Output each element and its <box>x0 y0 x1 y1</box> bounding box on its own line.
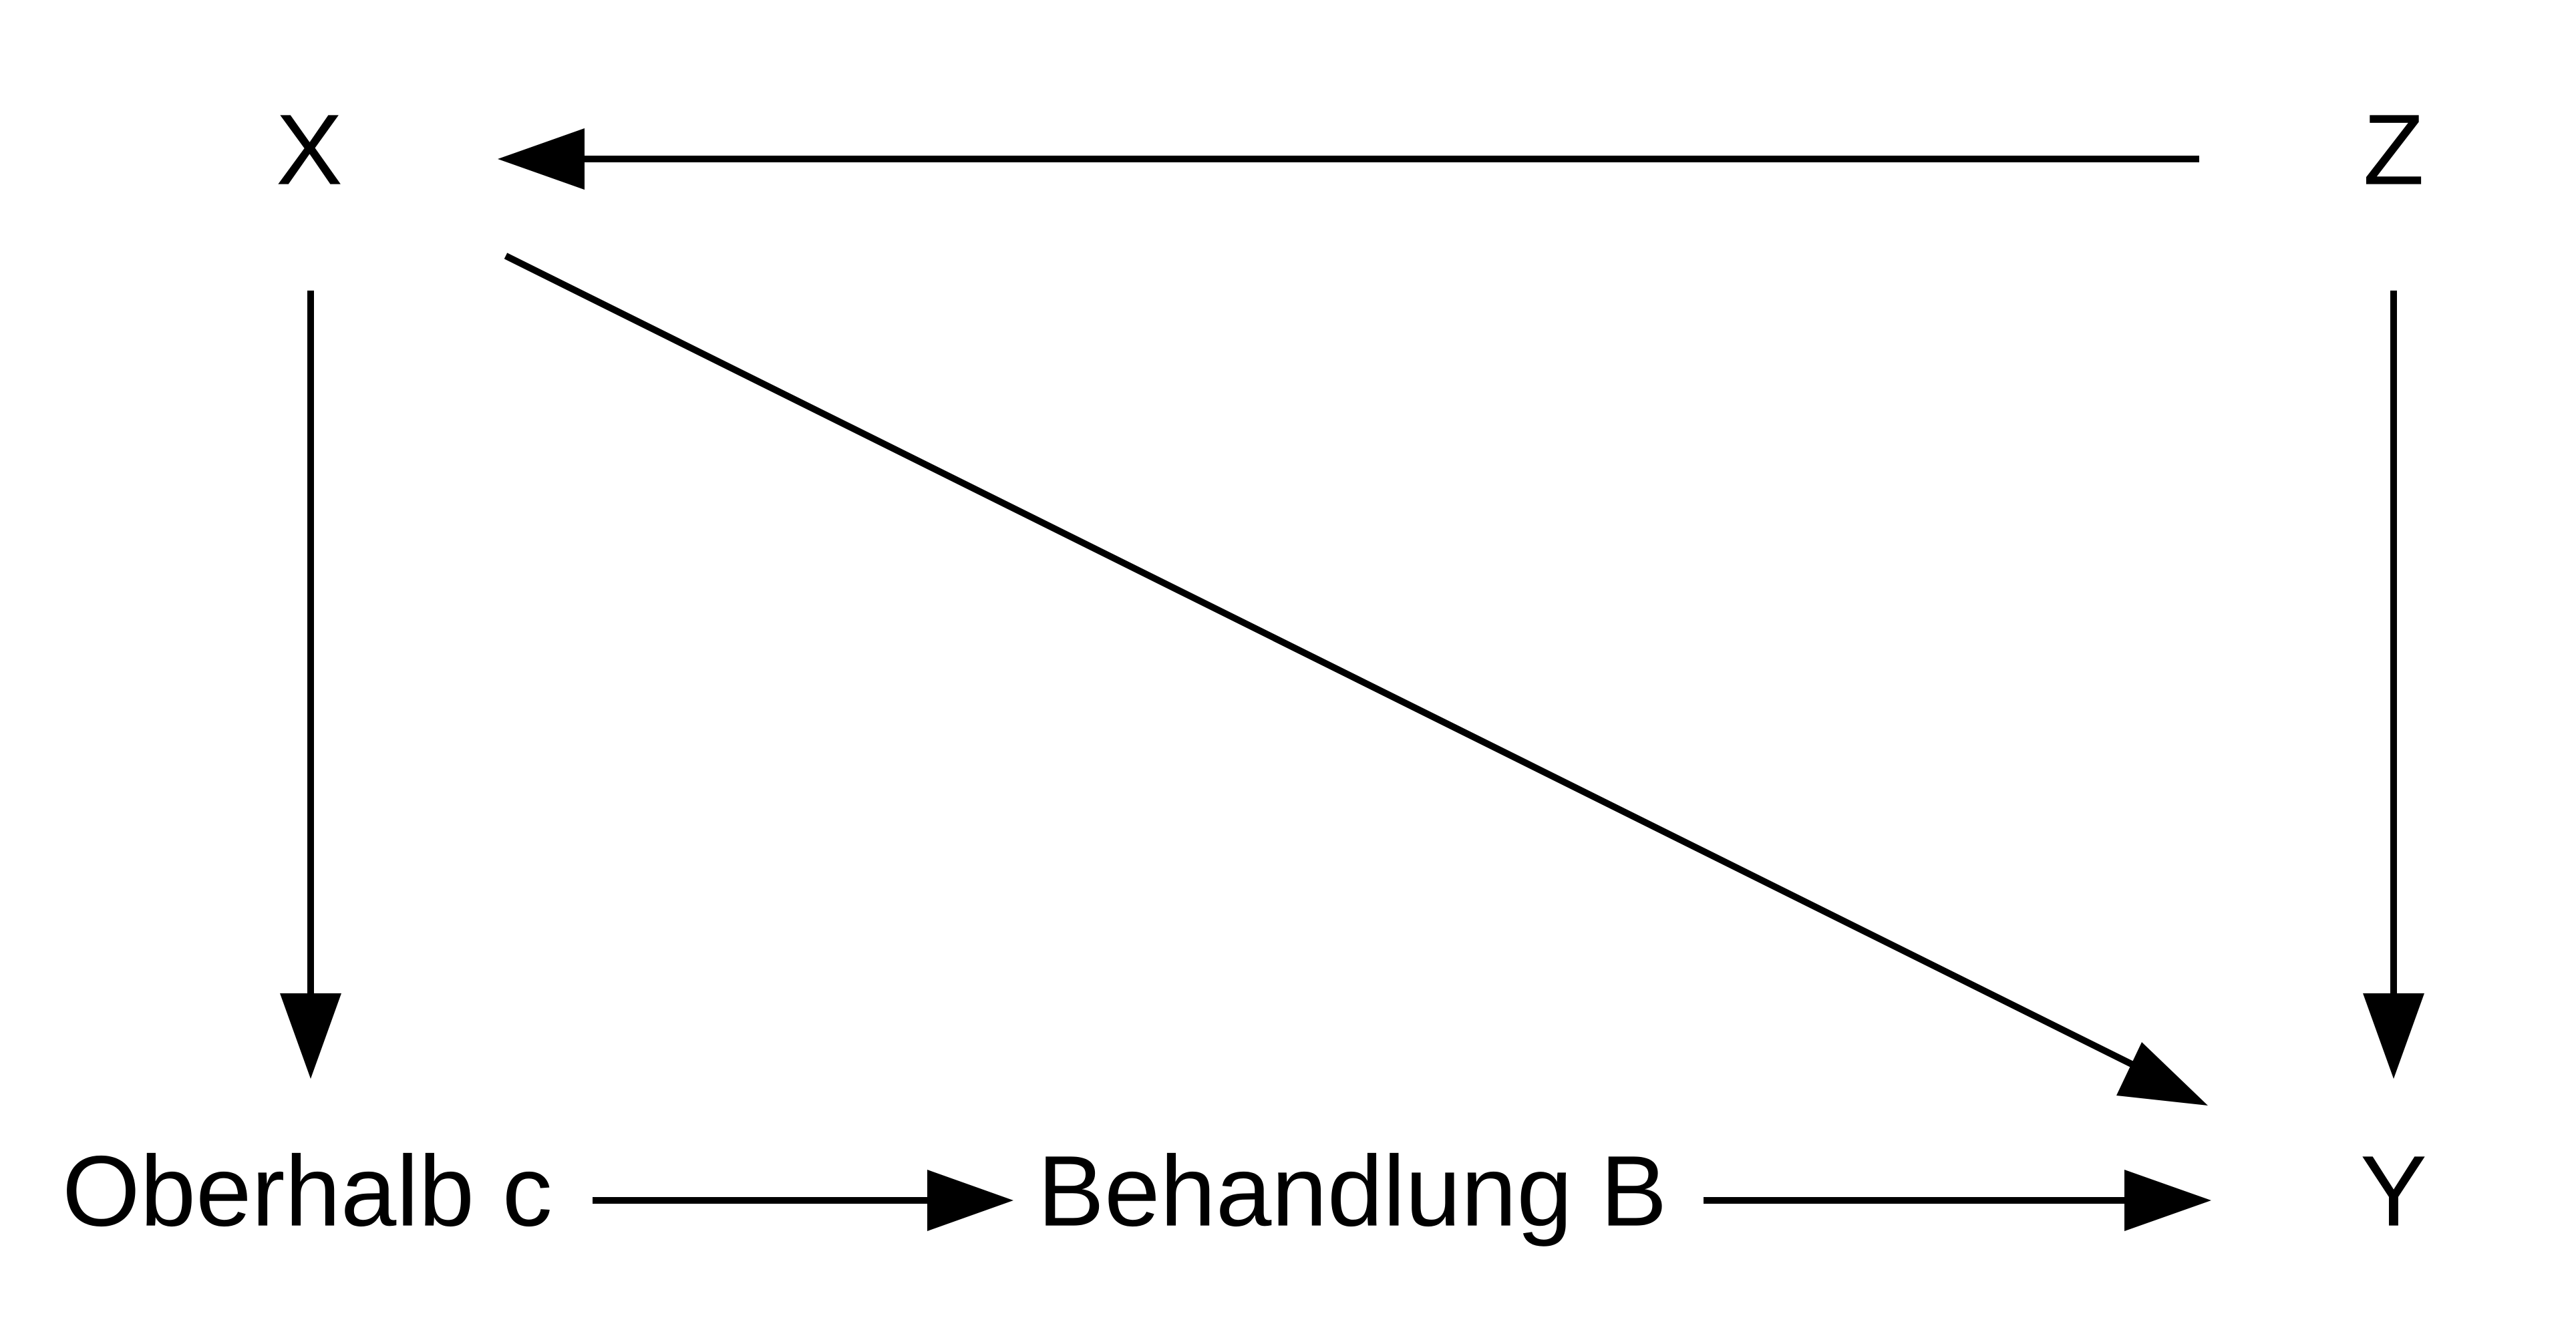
node-x: X <box>276 94 343 206</box>
edge-oberhalb-to-behandlung <box>593 1170 1013 1231</box>
node-oberhalb-c: Oberhalb c <box>62 1135 552 1247</box>
edge-behandlung-to-y <box>1704 1170 2211 1231</box>
edge-x-to-y <box>504 253 2208 1106</box>
edge-oberhalb-to-behandlung-arrowhead <box>927 1170 1013 1231</box>
node-behandlung-b: Behandlung B <box>1037 1135 1667 1247</box>
edge-behandlung-to-y-arrowhead <box>2124 1170 2211 1231</box>
edge-z-to-y <box>2363 291 2424 1079</box>
node-z: Z <box>2363 94 2424 206</box>
edge-x-to-y-line <box>504 253 2150 1075</box>
node-y: Y <box>2360 1135 2427 1247</box>
edge-z-to-x-arrowhead <box>498 128 585 190</box>
edge-x-to-y-arrowhead <box>2116 1042 2208 1106</box>
edge-z-to-y-arrowhead <box>2363 993 2424 1079</box>
edge-z-to-x <box>498 128 2199 190</box>
edge-x-to-oberhalb <box>280 291 341 1079</box>
edge-x-to-oberhalb-arrowhead <box>280 993 341 1079</box>
